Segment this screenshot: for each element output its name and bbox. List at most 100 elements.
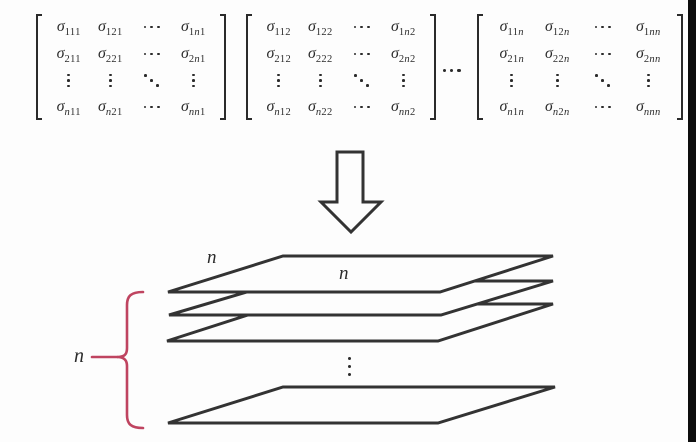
left-bracket [246,14,252,120]
cdots-icon [143,52,160,56]
cdots-icon [594,25,611,29]
cdots-icon [143,25,160,29]
matrix-cell [341,25,383,29]
vdots-icon [191,73,195,88]
vdots-icon [318,73,322,88]
matrix-row [48,73,214,88]
vdots-icon [646,73,650,88]
matrix-cell [131,52,173,56]
slice-plane-n [167,385,556,425]
matrix-cell [535,73,581,88]
matrix-cell [341,105,383,109]
cdots-icon [143,105,160,109]
ddots-icon [143,73,160,88]
vdots-icon [277,73,281,88]
right-bracket [677,14,683,120]
matrix-cell [580,25,626,29]
ddots-icon [353,73,370,88]
cdots-icon [594,52,611,56]
matrix-row [258,73,424,88]
right-bracket [220,14,226,120]
matrix-cell [580,52,626,56]
depth-dimension-label: n [207,247,217,268]
matrix-cell [300,73,342,88]
cdots-icon [594,105,611,109]
matrix-cell [131,105,173,109]
slice-plane-1 [167,254,554,294]
matrix-cell [626,73,672,88]
left-brace [116,290,145,430]
ddots-icon [594,73,611,88]
matrix-cell [341,52,383,56]
matrix-cell [580,73,626,88]
matrix-cell [489,73,535,88]
matrix-cell [90,73,132,88]
matrix-cell [383,73,425,88]
vdots-icon [401,73,405,88]
down-arrow-icon [317,150,385,235]
left-bracket [36,14,42,120]
matrix-cell [341,73,383,88]
matrix-cell [580,105,626,109]
cdots-icon [353,105,370,109]
matrix-cell [131,73,173,88]
matrix-row [489,73,671,88]
height-dimension-label: n [74,345,84,367]
vdots-icon [108,73,112,88]
vdots-icon [67,73,71,88]
matrix-cell [48,73,90,88]
cdots-icon [353,25,370,29]
matrix-cell [173,73,215,88]
right-bracket [430,14,436,120]
matrix-cell [131,25,173,29]
cdots-icon [353,52,370,56]
vdots-icon [555,73,559,88]
width-dimension-label: n [339,263,349,284]
matrix-cell [258,73,300,88]
right-edge-bar [688,0,696,442]
ellipsis-between-matrices [443,69,461,73]
